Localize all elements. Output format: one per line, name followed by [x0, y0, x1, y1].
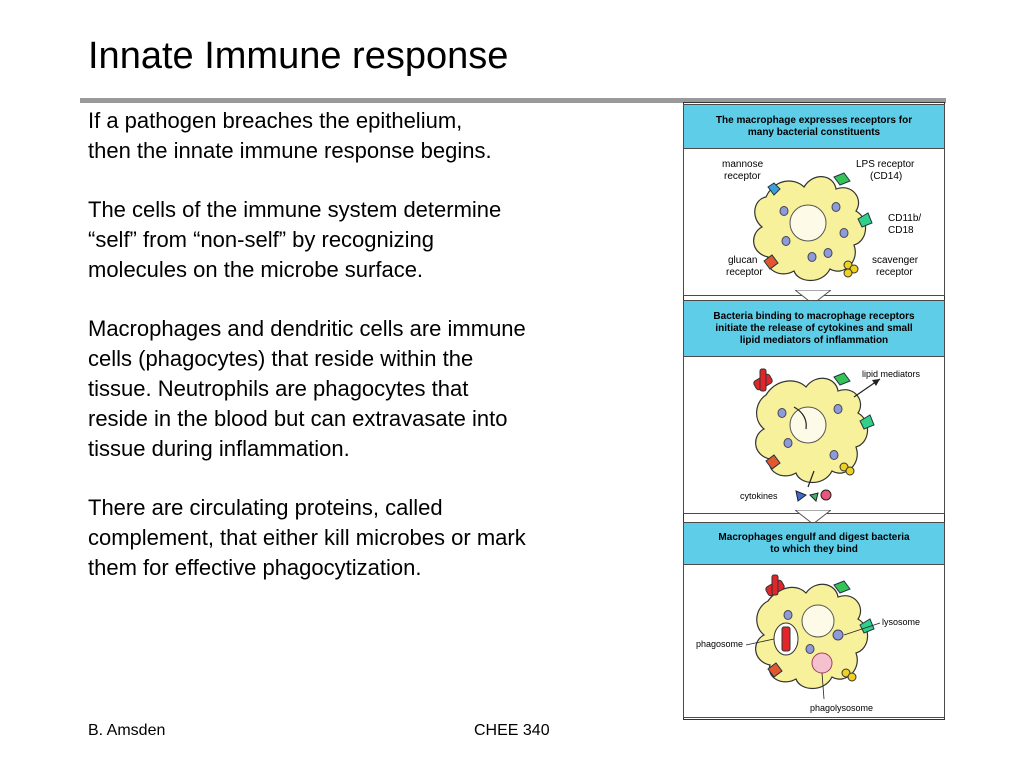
cytokine-triangle [795, 490, 808, 502]
header-text: many bacterial constituents [747, 126, 881, 138]
footer-course: CHEE 340 [474, 722, 550, 739]
label-mannose: receptor [724, 171, 761, 182]
leader-line [843, 622, 881, 636]
granule [829, 450, 839, 460]
slide-body: If a pathogen breaches the epithelium, t… [88, 106, 668, 583]
nucleus [801, 604, 835, 638]
glucan-receptor-shape [763, 254, 779, 270]
header-text: to which they bind [770, 543, 858, 555]
down-arrow-icon [795, 510, 831, 524]
leader-line [745, 638, 775, 646]
label-scavenger: scavenger [872, 255, 919, 266]
lps-receptor-shape [833, 172, 851, 186]
bound-bacterium [753, 368, 773, 392]
granule [783, 438, 793, 448]
paragraph-4: There are circulating proteins, called c… [88, 493, 668, 583]
engulfing-bacterium [765, 574, 785, 597]
scavenger-receptor-shape [843, 260, 859, 278]
text-line: molecules on the microbe surface. [88, 257, 424, 282]
phagocytosis-diagram: lysosome phagosome phagolysosome [696, 574, 920, 713]
label-glucan: receptor [726, 267, 763, 278]
header-text: lipid mediators of inflammation [739, 334, 889, 346]
text-line: There are circulating proteins, called [88, 495, 443, 520]
receptor-shape [833, 580, 851, 594]
receptor-shape [767, 662, 783, 678]
label-cd11b: CD11b/ [888, 213, 921, 224]
text-line: tissue. Neutrophils are phagocytes that [88, 376, 469, 401]
slide-title: Innate Immune response [88, 35, 509, 77]
text-line: complement, that either kill microbes or… [88, 525, 526, 550]
granule [783, 610, 793, 620]
receptor-shape [833, 372, 851, 386]
macrophage-cell-diagram: mannose receptor LPS receptor (CD14) CD1… [722, 159, 921, 282]
granule [839, 228, 849, 238]
label-cytokines: cytokines [740, 491, 778, 501]
granule [777, 408, 787, 418]
label-cd11b: CD18 [888, 225, 914, 236]
paragraph-3: Macrophages and dendritic cells are immu… [88, 314, 668, 464]
header-text: Macrophages engulf and digest bacteria [718, 531, 910, 543]
text-line: The cells of the immune system determine [88, 197, 502, 222]
nucleus [789, 204, 827, 242]
label-lps: (CD14) [870, 171, 902, 182]
arrow-lipid-head [872, 379, 880, 386]
receptor-shape [859, 414, 875, 430]
panel-cytokines: Bacteria binding to macrophage receptors… [683, 300, 945, 514]
granule [823, 248, 833, 258]
text-line: “self” from “non-self” by recognizing [88, 227, 435, 252]
down-arrow-icon [795, 290, 831, 304]
phagolysosome [811, 652, 833, 674]
header-text: initiate the release of cytokines and sm… [715, 322, 913, 334]
footer-author: B. Amsden [88, 722, 166, 739]
label-lysosome: lysosome [882, 617, 920, 627]
nucleus [789, 406, 827, 444]
granule [805, 644, 815, 654]
granule [781, 236, 791, 246]
label-lps: LPS receptor [856, 159, 915, 170]
granule [831, 202, 841, 212]
label-lipid-mediators: lipid mediators [862, 369, 921, 379]
panel-header: Bacteria binding to macrophage receptors… [684, 301, 944, 357]
lysosome [832, 629, 844, 641]
text-line: cells (phagocytes) that reside within th… [88, 346, 474, 371]
label-glucan: glucan [728, 255, 757, 266]
cytokine-triangle [809, 492, 819, 502]
arrow-cytokine [807, 470, 815, 488]
text-line: If a pathogen breaches the epithelium, [88, 108, 463, 133]
text-line: tissue during inflammation. [88, 436, 350, 461]
signal-arrow [793, 406, 807, 430]
text-line: reside in the blood but can extravasate … [88, 406, 508, 431]
header-text: Bacteria binding to macrophage receptors [713, 310, 915, 322]
receptor-shape [841, 668, 857, 682]
text-line: then the innate immune response begins. [88, 138, 492, 163]
granule [833, 404, 843, 414]
internalized-bacterium [781, 626, 791, 652]
label-mannose: mannose [722, 159, 764, 170]
mannose-receptor-shape [767, 182, 781, 196]
title-divider [80, 98, 946, 103]
leader-line [821, 672, 825, 700]
cytokine-release-diagram: lipid mediators cytokines [740, 368, 921, 502]
text-line: Macrophages and dendritic cells are immu… [88, 316, 526, 341]
label-phagosome: phagosome [696, 639, 743, 649]
granule [779, 206, 789, 216]
label-phagolysosome: phagolysosome [810, 703, 873, 713]
label-scavenger: receptor [876, 267, 913, 278]
paragraph-1: If a pathogen breaches the epithelium, t… [88, 106, 668, 166]
header-text: The macrophage expresses receptors for [715, 114, 913, 126]
cytokine-dot [820, 489, 832, 501]
receptor-shape [765, 454, 781, 470]
paragraph-2: The cells of the immune system determine… [88, 195, 668, 285]
receptor-shape [839, 462, 855, 476]
granule [807, 252, 817, 262]
cd11b-receptor-shape [857, 212, 873, 228]
receptor-shape [859, 618, 875, 634]
text-line: them for effective phagocytization. [88, 555, 422, 580]
